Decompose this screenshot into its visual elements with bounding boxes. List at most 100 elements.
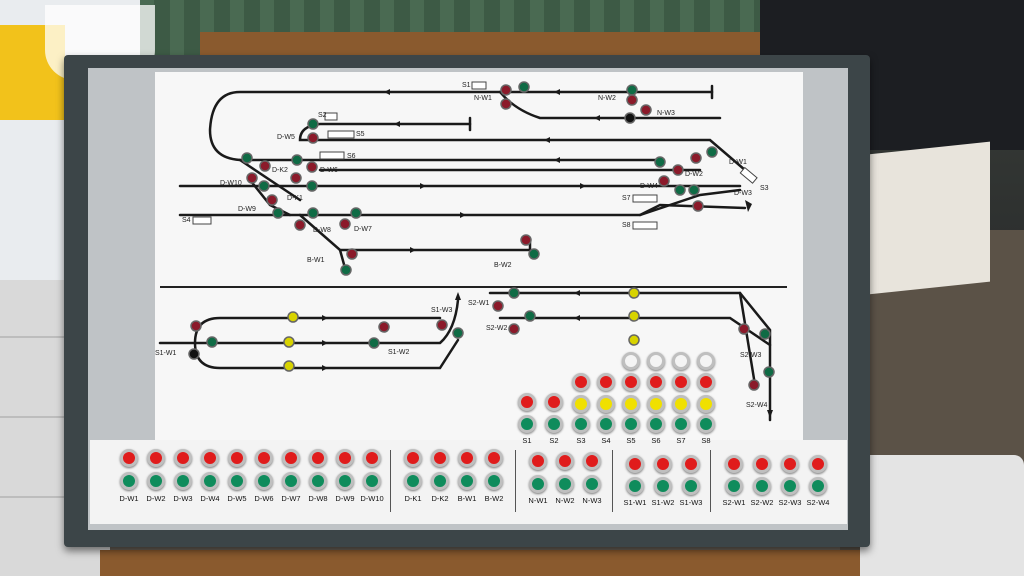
d-w4-red-button[interactable]	[201, 449, 219, 467]
signal-s3-yellow-button[interactable]	[572, 395, 590, 413]
track-label-s1: S1	[462, 82, 471, 89]
signal-s7-red-button[interactable]	[672, 373, 690, 391]
signal-label: S2	[549, 436, 559, 445]
d-w7-green-button[interactable]	[282, 472, 300, 490]
n-w3-red-button[interactable]	[583, 452, 601, 470]
signal-s3-red-button[interactable]	[572, 373, 590, 391]
signal-s8-white-button[interactable]	[697, 352, 715, 370]
s2-w3-red-button[interactable]	[781, 455, 799, 473]
s2-w4-green-button[interactable]	[809, 477, 827, 495]
signal-s8-yellow-button[interactable]	[697, 395, 715, 413]
signal-label: S4	[601, 436, 611, 445]
signal-s5-green-button[interactable]	[622, 415, 640, 433]
track-label-n-w3: N-W3	[657, 110, 675, 117]
s2-w4-red-button[interactable]	[809, 455, 827, 473]
track-diagram-sheet	[155, 72, 803, 450]
d-k2-green-button[interactable]	[431, 472, 449, 490]
b-w2-green-button[interactable]	[485, 472, 503, 490]
signal-s7-yellow-button[interactable]	[672, 395, 690, 413]
track-label-d-w4: D-W4	[640, 183, 658, 190]
signal-s1-red-button[interactable]	[518, 393, 536, 411]
switch-label: D-W1	[119, 494, 139, 503]
group-separator	[612, 450, 613, 512]
s2-w1-red-button[interactable]	[725, 455, 743, 473]
s1-w2-red-button[interactable]	[654, 455, 672, 473]
signal-s3-green-button[interactable]	[572, 415, 590, 433]
d-k2-red-button[interactable]	[431, 449, 449, 467]
b-w1-green-button[interactable]	[458, 472, 476, 490]
d-w2-red-button[interactable]	[147, 449, 165, 467]
switch-label: D-W8	[308, 494, 328, 503]
n-w1-red-button[interactable]	[529, 452, 547, 470]
signal-s2-red-button[interactable]	[545, 393, 563, 411]
d-k1-green-button[interactable]	[404, 472, 422, 490]
d-w6-green-button[interactable]	[255, 472, 273, 490]
d-w9-green-button[interactable]	[336, 472, 354, 490]
signal-s4-yellow-button[interactable]	[597, 395, 615, 413]
signal-s4-red-button[interactable]	[597, 373, 615, 391]
switch-label: D-K1	[404, 494, 422, 503]
d-w5-green-button[interactable]	[228, 472, 246, 490]
n-w1-green-button[interactable]	[529, 475, 547, 493]
signal-s8-red-button[interactable]	[697, 373, 715, 391]
b-w2-red-button[interactable]	[485, 449, 503, 467]
signal-s5-white-button[interactable]	[622, 352, 640, 370]
d-w3-red-button[interactable]	[174, 449, 192, 467]
group-separator	[515, 450, 516, 512]
signal-s7-green-button[interactable]	[672, 415, 690, 433]
d-w8-red-button[interactable]	[309, 449, 327, 467]
switch-label: S1-W3	[679, 498, 703, 507]
n-w2-green-button[interactable]	[556, 475, 574, 493]
track-label-n-w1: N-W1	[474, 95, 492, 102]
signal-s4-green-button[interactable]	[597, 415, 615, 433]
d-w8-green-button[interactable]	[309, 472, 327, 490]
signal-s7-white-button[interactable]	[672, 352, 690, 370]
d-w7-red-button[interactable]	[282, 449, 300, 467]
d-w4-green-button[interactable]	[201, 472, 219, 490]
b-w1-red-button[interactable]	[458, 449, 476, 467]
s1-w2-green-button[interactable]	[654, 477, 672, 495]
s1-w3-red-button[interactable]	[682, 455, 700, 473]
s1-w3-green-button[interactable]	[682, 477, 700, 495]
d-w9-red-button[interactable]	[336, 449, 354, 467]
signal-label: S8	[701, 436, 711, 445]
group-separator	[710, 450, 711, 512]
signal-s6-white-button[interactable]	[647, 352, 665, 370]
d-w10-green-button[interactable]	[363, 472, 381, 490]
n-w3-green-button[interactable]	[583, 475, 601, 493]
s1-w1-green-button[interactable]	[626, 477, 644, 495]
d-w10-red-button[interactable]	[363, 449, 381, 467]
signal-s6-green-button[interactable]	[647, 415, 665, 433]
signal-s6-red-button[interactable]	[647, 373, 665, 391]
switch-label: S2-W2	[750, 498, 774, 507]
d-w5-red-button[interactable]	[228, 449, 246, 467]
switch-label: D-W2	[146, 494, 166, 503]
track-label-d-w10: D-W10	[220, 180, 242, 187]
track-label-s8: S8	[622, 222, 631, 229]
s2-w2-green-button[interactable]	[753, 477, 771, 495]
signal-s6-yellow-button[interactable]	[647, 395, 665, 413]
signal-s2-green-button[interactable]	[545, 415, 563, 433]
d-w3-green-button[interactable]	[174, 472, 192, 490]
s2-w2-red-button[interactable]	[753, 455, 771, 473]
switch-label: N-W3	[582, 496, 602, 505]
track-label-d-k1: D-K1	[287, 195, 303, 202]
d-w1-green-button[interactable]	[120, 472, 138, 490]
n-w2-red-button[interactable]	[556, 452, 574, 470]
signal-s1-green-button[interactable]	[518, 415, 536, 433]
d-w6-red-button[interactable]	[255, 449, 273, 467]
s1-w1-red-button[interactable]	[626, 455, 644, 473]
signal-s5-red-button[interactable]	[622, 373, 640, 391]
switch-label: N-W2	[555, 496, 575, 505]
d-w1-red-button[interactable]	[120, 449, 138, 467]
track-label-b-w1: B-W1	[307, 257, 325, 264]
track-label-d-w5: D-W5	[277, 134, 295, 141]
d-k1-red-button[interactable]	[404, 449, 422, 467]
signal-s8-green-button[interactable]	[697, 415, 715, 433]
s2-w1-green-button[interactable]	[725, 477, 743, 495]
signal-s5-yellow-button[interactable]	[622, 395, 640, 413]
d-w2-green-button[interactable]	[147, 472, 165, 490]
s2-w3-green-button[interactable]	[781, 477, 799, 495]
track-label-s5: S5	[356, 131, 365, 138]
group-separator	[390, 450, 391, 512]
